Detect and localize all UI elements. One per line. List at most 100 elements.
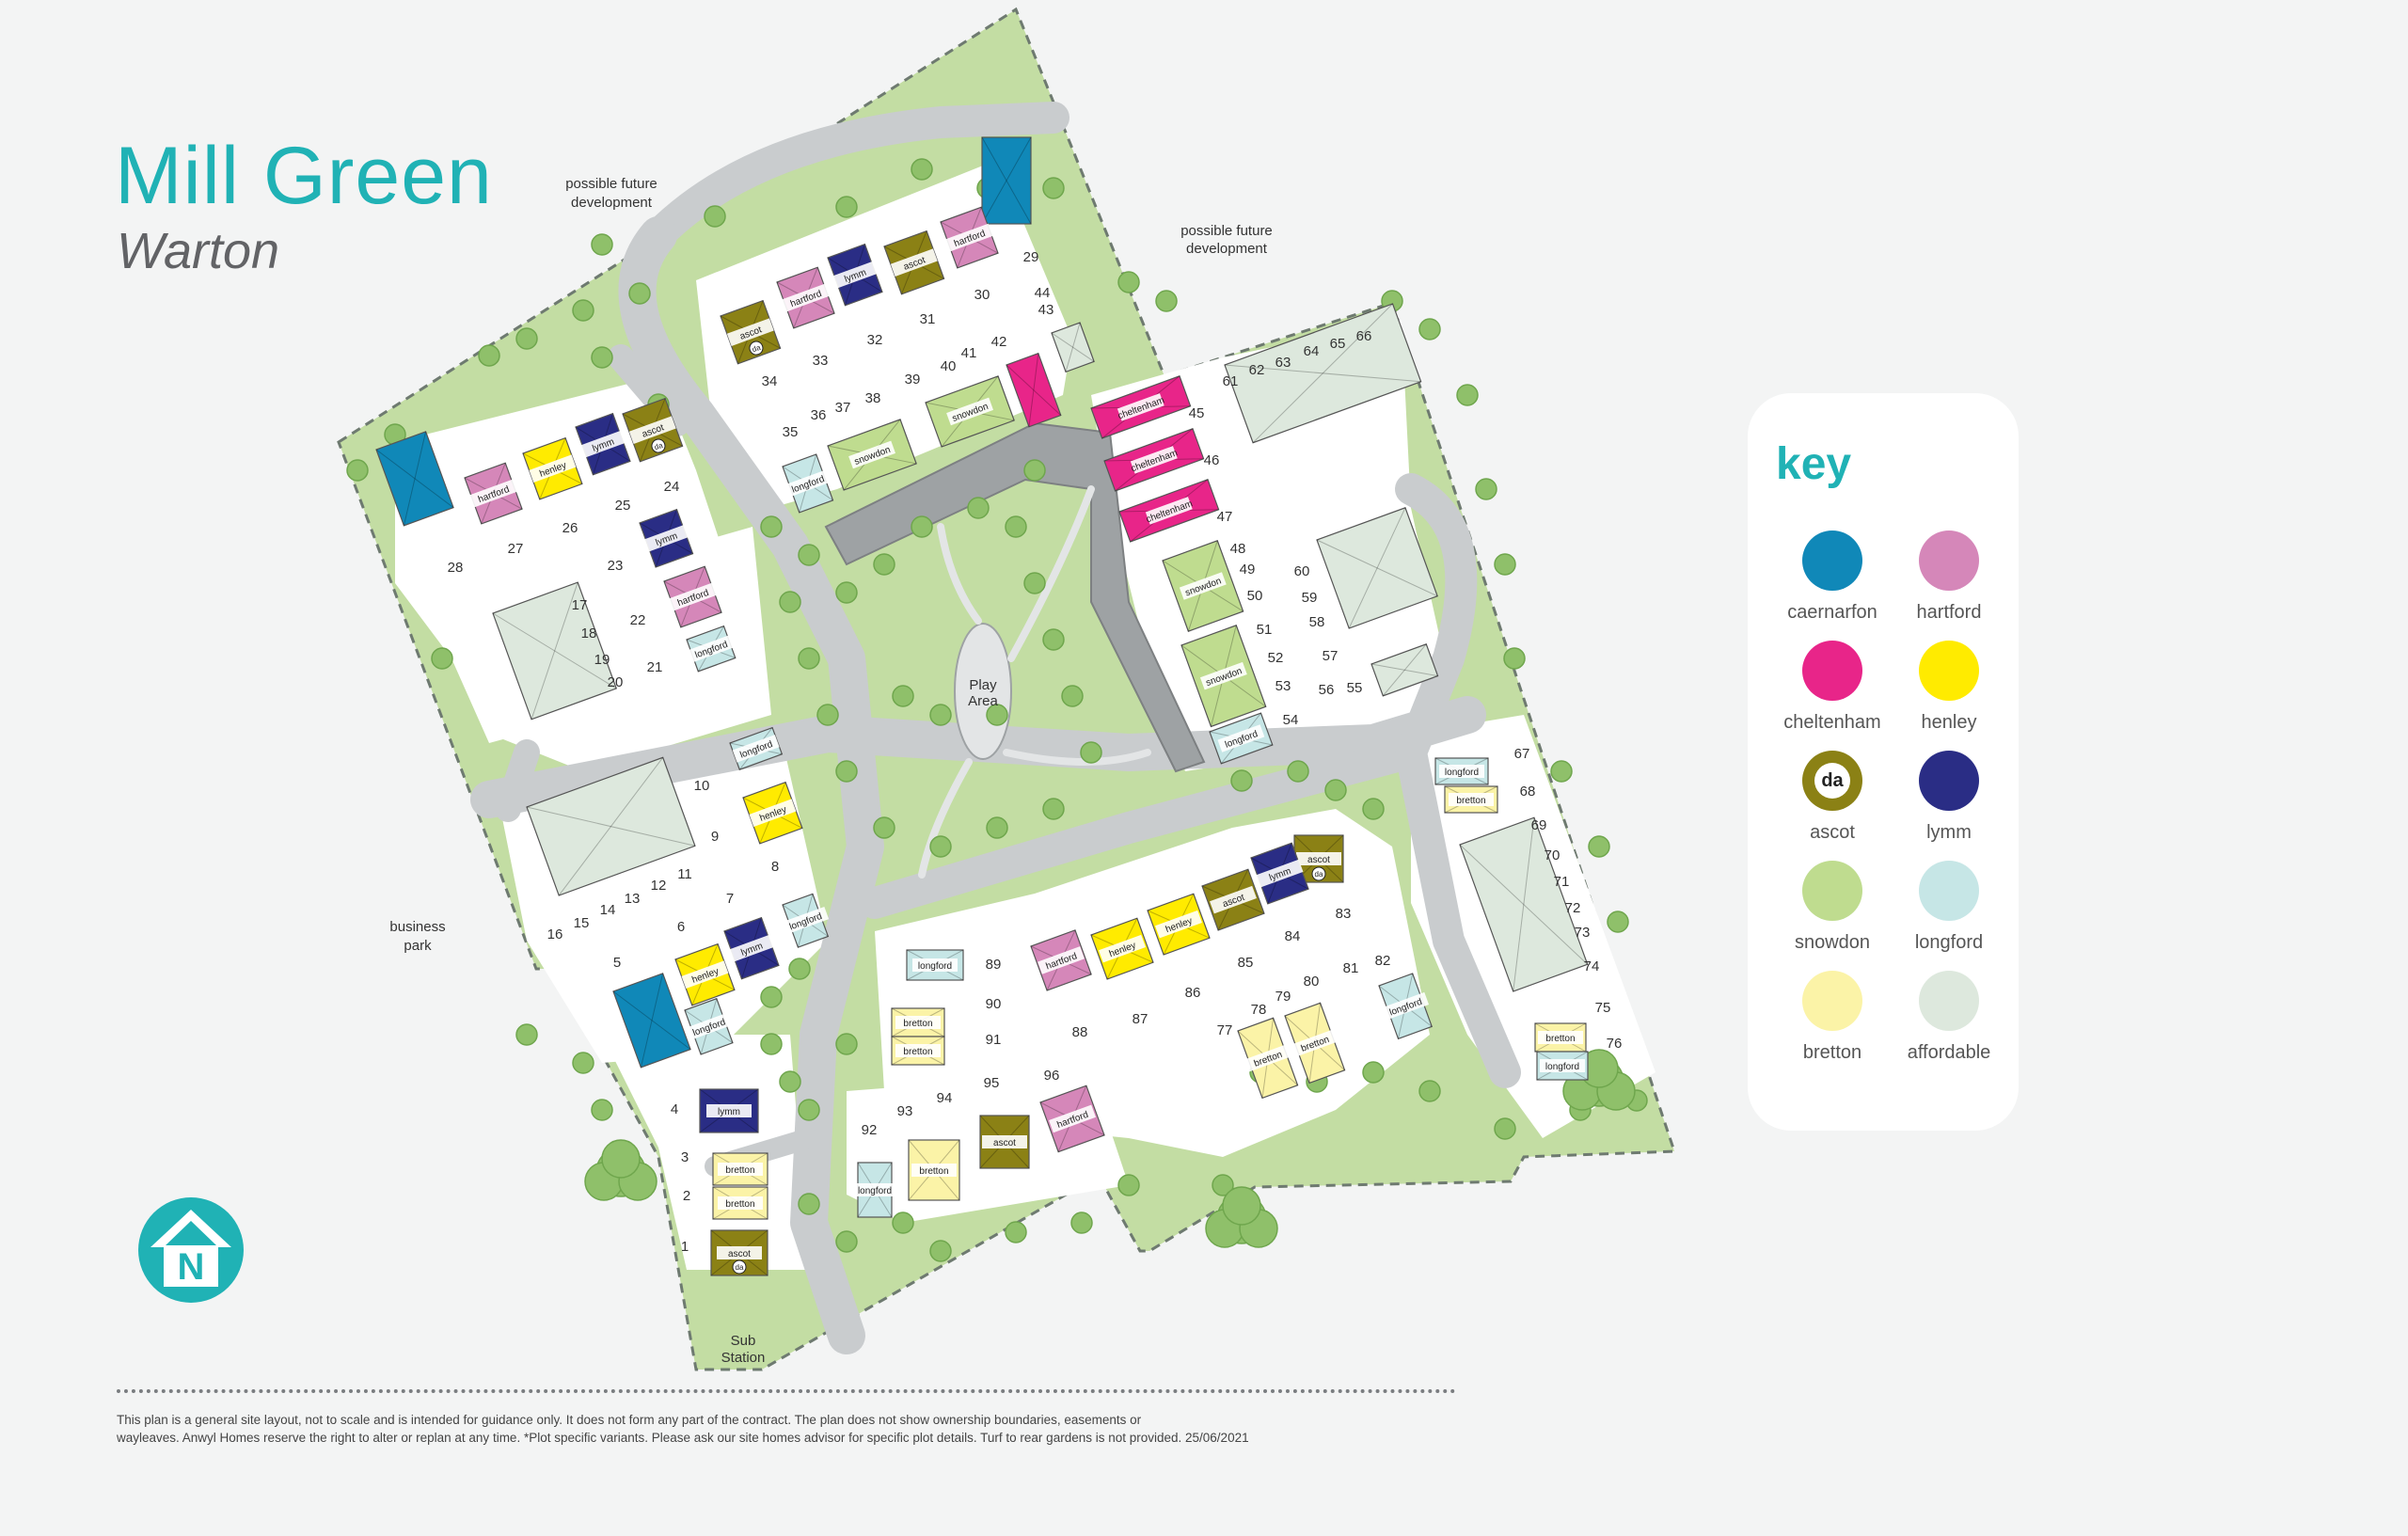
tree (986, 816, 1008, 839)
plot-number: 5 (613, 955, 621, 971)
tree (1588, 835, 1610, 858)
tree (1456, 384, 1479, 406)
tree (1005, 515, 1027, 538)
house-henley: henley (742, 781, 803, 845)
house-lymm: lymm (575, 412, 631, 476)
plot-number: 59 (1302, 590, 1318, 606)
house-longford: longford (782, 893, 830, 948)
house-bretton: bretton (1237, 1017, 1299, 1100)
plot-number: 70 (1545, 847, 1560, 863)
house-label: bretton (1545, 1034, 1575, 1044)
key-swatch-hartford (1919, 530, 1979, 591)
plot-number: 33 (813, 353, 829, 369)
plot-number: 31 (920, 311, 936, 327)
key-swatch-lymm (1919, 751, 1979, 811)
tree (1362, 798, 1385, 820)
tree (1212, 1174, 1234, 1196)
tree (1287, 760, 1309, 783)
plot-number: 12 (651, 878, 667, 894)
plot-number: 35 (783, 424, 799, 440)
house-hartford: hartford (1030, 929, 1092, 991)
plot-number: 78 (1251, 1002, 1267, 1018)
tree (835, 760, 858, 783)
house-affordable (526, 756, 696, 896)
tree (835, 1033, 858, 1055)
tree (779, 1070, 801, 1093)
key-swatch-bretton (1802, 971, 1862, 1031)
plot-number: 87 (1133, 1011, 1149, 1027)
plot-number: 69 (1531, 817, 1547, 833)
tree (628, 282, 651, 305)
plot-number: 13 (625, 891, 641, 907)
plot-number: 85 (1238, 955, 1254, 971)
large-tree (584, 1139, 657, 1201)
plot-number: 55 (1347, 680, 1363, 696)
plot-number: 74 (1584, 958, 1600, 974)
tree (967, 497, 990, 519)
key-label: affordable (1907, 1042, 1991, 1063)
tree (431, 647, 453, 670)
plot-number: 46 (1204, 452, 1220, 468)
tree (1324, 779, 1347, 801)
plot-number: 92 (862, 1122, 878, 1138)
plot-number: 24 (664, 479, 680, 495)
tree (911, 158, 933, 181)
key-item-snowdon: snowdon (1774, 861, 1891, 954)
tree (1607, 911, 1629, 933)
tree (1042, 628, 1065, 651)
plot-number: 6 (677, 919, 685, 935)
house-label: bretton (1456, 796, 1485, 806)
tree (572, 299, 594, 322)
plot-number: 32 (867, 332, 883, 348)
tree (760, 1033, 783, 1055)
svg-text:da: da (736, 1263, 744, 1272)
house-henley: henley (1147, 893, 1211, 956)
plot-number: 75 (1595, 1000, 1611, 1016)
house-label: longford (1445, 768, 1479, 778)
key-label: lymm (1926, 822, 1972, 843)
houses-layer: hartfordascotlymmhartfordascotdalongford… (375, 136, 1589, 1276)
house-label: ascot (993, 1138, 1016, 1148)
house-label: ascot (728, 1249, 751, 1259)
tree (1475, 478, 1497, 500)
plot-number: 94 (937, 1090, 953, 1106)
plot-number: 71 (1554, 874, 1570, 890)
plot-number: 90 (986, 996, 1002, 1012)
tree (1080, 741, 1102, 764)
house-longford: longford (729, 726, 784, 770)
tree (835, 581, 858, 604)
house-hartford: hartford (464, 462, 523, 525)
house-snowdon: snowdon (1162, 540, 1244, 632)
plot-number: 82 (1375, 953, 1391, 969)
plot-number: 89 (986, 957, 1002, 973)
house-henley: henley (674, 942, 736, 1006)
tree (1362, 1061, 1385, 1084)
plot-number: 93 (897, 1103, 913, 1119)
house-snowdon: snowdon (1180, 625, 1267, 728)
tree (591, 1099, 613, 1121)
disclaimer-line-2: wayleaves. Anwyl Homes reserve the right… (117, 1431, 1249, 1445)
house-affordable (1224, 303, 1422, 444)
house-longford: longford (852, 1162, 897, 1218)
house-lymm: lymm (699, 1088, 759, 1133)
large-tree (1205, 1186, 1278, 1248)
svg-text:da: da (751, 343, 762, 355)
house-bretton: bretton (1284, 1002, 1346, 1085)
house-longford: longford (1434, 757, 1489, 785)
tree (835, 196, 858, 218)
plot-number: 21 (647, 659, 663, 675)
tree (873, 553, 895, 576)
svg-text:da: da (1315, 870, 1323, 879)
key-label: henley (1921, 712, 1977, 733)
north-arrow-icon: N (138, 1197, 244, 1303)
house-ascot: ascot (979, 1115, 1030, 1169)
tree (1155, 290, 1178, 312)
house-snowdon: snowdon (827, 419, 917, 491)
house-hartford: hartford (1039, 1085, 1105, 1153)
key-swatch-ascot: da (1802, 751, 1862, 811)
tree (1070, 1211, 1093, 1234)
plot-number: 40 (941, 358, 957, 374)
